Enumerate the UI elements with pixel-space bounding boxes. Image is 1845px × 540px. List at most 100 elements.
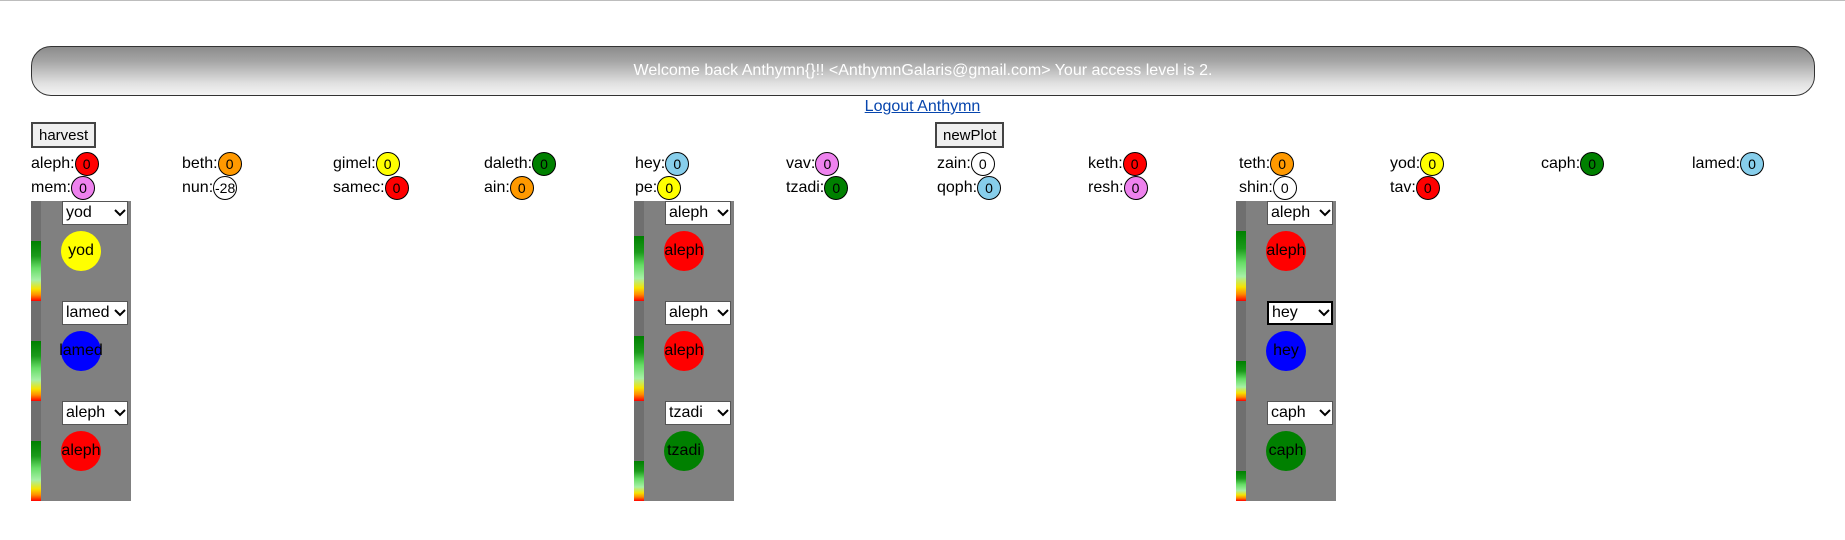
plot-slot: caph caph bbox=[1236, 401, 1336, 501]
resource-count-badge: 0 bbox=[74, 152, 99, 176]
resource-count-badge: 0 bbox=[384, 176, 409, 200]
resource-counter: qoph:0 bbox=[937, 176, 1002, 200]
plot-slot: lamed lamed bbox=[31, 301, 131, 401]
resource-name: hey: bbox=[635, 155, 666, 172]
resource-name: gimel: bbox=[333, 155, 376, 172]
resource-count-badge: 0 bbox=[532, 152, 557, 176]
chevron-down-icon bbox=[113, 406, 127, 420]
resource-count-badge: 0 bbox=[71, 176, 95, 200]
resource-count-badge: 0 bbox=[1740, 152, 1765, 176]
crop-circle[interactable]: lamed bbox=[59, 331, 103, 371]
crop-circle[interactable]: aleph bbox=[1266, 231, 1306, 271]
resource-count-badge: 0 bbox=[977, 176, 1002, 200]
growth-meter bbox=[31, 341, 41, 401]
crop-circle[interactable]: tzadi bbox=[664, 431, 704, 471]
resource-name: zain: bbox=[937, 155, 971, 172]
resource-counter: keth:0 bbox=[1088, 152, 1147, 176]
resource-name: samec: bbox=[333, 179, 385, 196]
resource-count-badge: 0 bbox=[970, 152, 995, 176]
resource-counter: samec:0 bbox=[333, 176, 409, 200]
chevron-down-icon bbox=[113, 206, 127, 220]
welcome-banner: Welcome back Anthymn{}!! <AnthymnGalaris… bbox=[31, 46, 1815, 96]
resource-name: nun: bbox=[182, 179, 214, 196]
resource-counter: mem:0 bbox=[31, 176, 95, 200]
resource-count-badge: 0 bbox=[1580, 152, 1605, 176]
seed-select[interactable]: tzadi bbox=[665, 401, 731, 425]
plot-panel: yod yod lamed lamed aleph aleph bbox=[31, 201, 131, 501]
seed-select[interactable]: aleph bbox=[62, 401, 128, 425]
resource-counter: hey:0 bbox=[635, 152, 690, 176]
chevron-down-icon bbox=[1318, 406, 1332, 420]
plot-slot: aleph aleph bbox=[634, 201, 734, 301]
seed-select[interactable]: aleph bbox=[665, 201, 731, 225]
resource-count-badge: -28 bbox=[213, 176, 238, 200]
seed-select-value: tzadi bbox=[669, 404, 703, 421]
resource-counter: resh:0 bbox=[1088, 176, 1148, 200]
resource-name: pe: bbox=[635, 179, 658, 196]
seed-select-value: aleph bbox=[1271, 204, 1311, 221]
growth-meter bbox=[634, 461, 644, 501]
resource-name: yod: bbox=[1390, 155, 1421, 172]
chevron-down-icon bbox=[1317, 306, 1331, 320]
resource-count-badge: 0 bbox=[217, 152, 242, 176]
seed-select[interactable]: caph bbox=[1267, 401, 1333, 425]
resource-name: aleph: bbox=[31, 155, 75, 172]
seed-select[interactable]: aleph bbox=[1267, 201, 1333, 225]
growth-meter bbox=[1236, 471, 1246, 501]
seed-select-value: aleph bbox=[669, 304, 709, 321]
seed-select-value: lamed bbox=[66, 304, 110, 321]
crop-circle[interactable]: yod bbox=[61, 231, 101, 271]
resource-name: daleth: bbox=[484, 155, 533, 172]
seed-select-value: yod bbox=[66, 204, 92, 221]
plot-edge bbox=[1236, 201, 1246, 501]
seed-select-value: caph bbox=[1271, 404, 1306, 421]
resource-count-badge: 0 bbox=[509, 176, 534, 200]
resource-count-badge: 0 bbox=[1270, 152, 1295, 176]
plot-slot: aleph aleph bbox=[1236, 201, 1336, 301]
resource-counter: shin:0 bbox=[1239, 176, 1297, 200]
logout-link[interactable]: Logout Anthymn bbox=[864, 98, 981, 115]
plot-slot: tzadi tzadi bbox=[634, 401, 734, 501]
resource-count-badge: 0 bbox=[824, 176, 849, 200]
welcome-text: Welcome back Anthymn{}!! <AnthymnGalaris… bbox=[633, 62, 1213, 79]
resource-name: tav: bbox=[1390, 179, 1416, 196]
plot-slot: yod yod bbox=[31, 201, 131, 301]
seed-select[interactable]: hey bbox=[1267, 301, 1333, 325]
crop-circle[interactable]: aleph bbox=[664, 231, 704, 271]
resource-name: tzadi: bbox=[786, 179, 825, 196]
seed-select[interactable]: aleph bbox=[665, 301, 731, 325]
crop-circle[interactable]: aleph bbox=[61, 431, 101, 471]
resource-count-badge: 0 bbox=[815, 152, 840, 176]
crop-circle[interactable]: aleph bbox=[664, 331, 704, 371]
resource-name: qoph: bbox=[937, 179, 978, 196]
seed-select[interactable]: lamed bbox=[62, 301, 128, 325]
crop-circle[interactable]: caph bbox=[1266, 431, 1306, 471]
growth-meter bbox=[31, 441, 41, 501]
resource-counter: pe:0 bbox=[635, 176, 682, 200]
newplot-button[interactable]: newPlot bbox=[935, 122, 1005, 148]
resource-count-badge: 0 bbox=[375, 152, 400, 176]
resource-counter: gimel:0 bbox=[333, 152, 400, 176]
resource-counter: beth:0 bbox=[182, 152, 242, 176]
resource-name: keth: bbox=[1088, 155, 1123, 172]
growth-meter bbox=[31, 241, 41, 301]
crop-circle[interactable]: hey bbox=[1266, 331, 1306, 371]
resource-count-badge: 0 bbox=[1122, 152, 1147, 176]
resource-count-badge: 0 bbox=[1272, 176, 1297, 200]
harvest-button[interactable]: harvest bbox=[31, 122, 97, 148]
growth-meter bbox=[1236, 231, 1246, 301]
resource-count-badge: 0 bbox=[1123, 176, 1148, 200]
resource-name: lamed: bbox=[1692, 155, 1741, 172]
resource-name: shin: bbox=[1239, 179, 1273, 196]
resource-counter: teth:0 bbox=[1239, 152, 1295, 176]
resource-counter: daleth:0 bbox=[484, 152, 557, 176]
resource-name: mem: bbox=[31, 179, 71, 196]
seed-select-value: aleph bbox=[66, 404, 106, 421]
resource-count-badge: 0 bbox=[1420, 152, 1445, 176]
resource-name: ain: bbox=[484, 179, 510, 196]
plot-panel: aleph aleph hey hey caph caph bbox=[1236, 201, 1336, 501]
plot-slot: hey hey bbox=[1236, 301, 1336, 401]
seed-select[interactable]: yod bbox=[62, 201, 128, 225]
resource-counter: tzadi:0 bbox=[786, 176, 849, 200]
resource-count-badge: 0 bbox=[665, 152, 690, 176]
